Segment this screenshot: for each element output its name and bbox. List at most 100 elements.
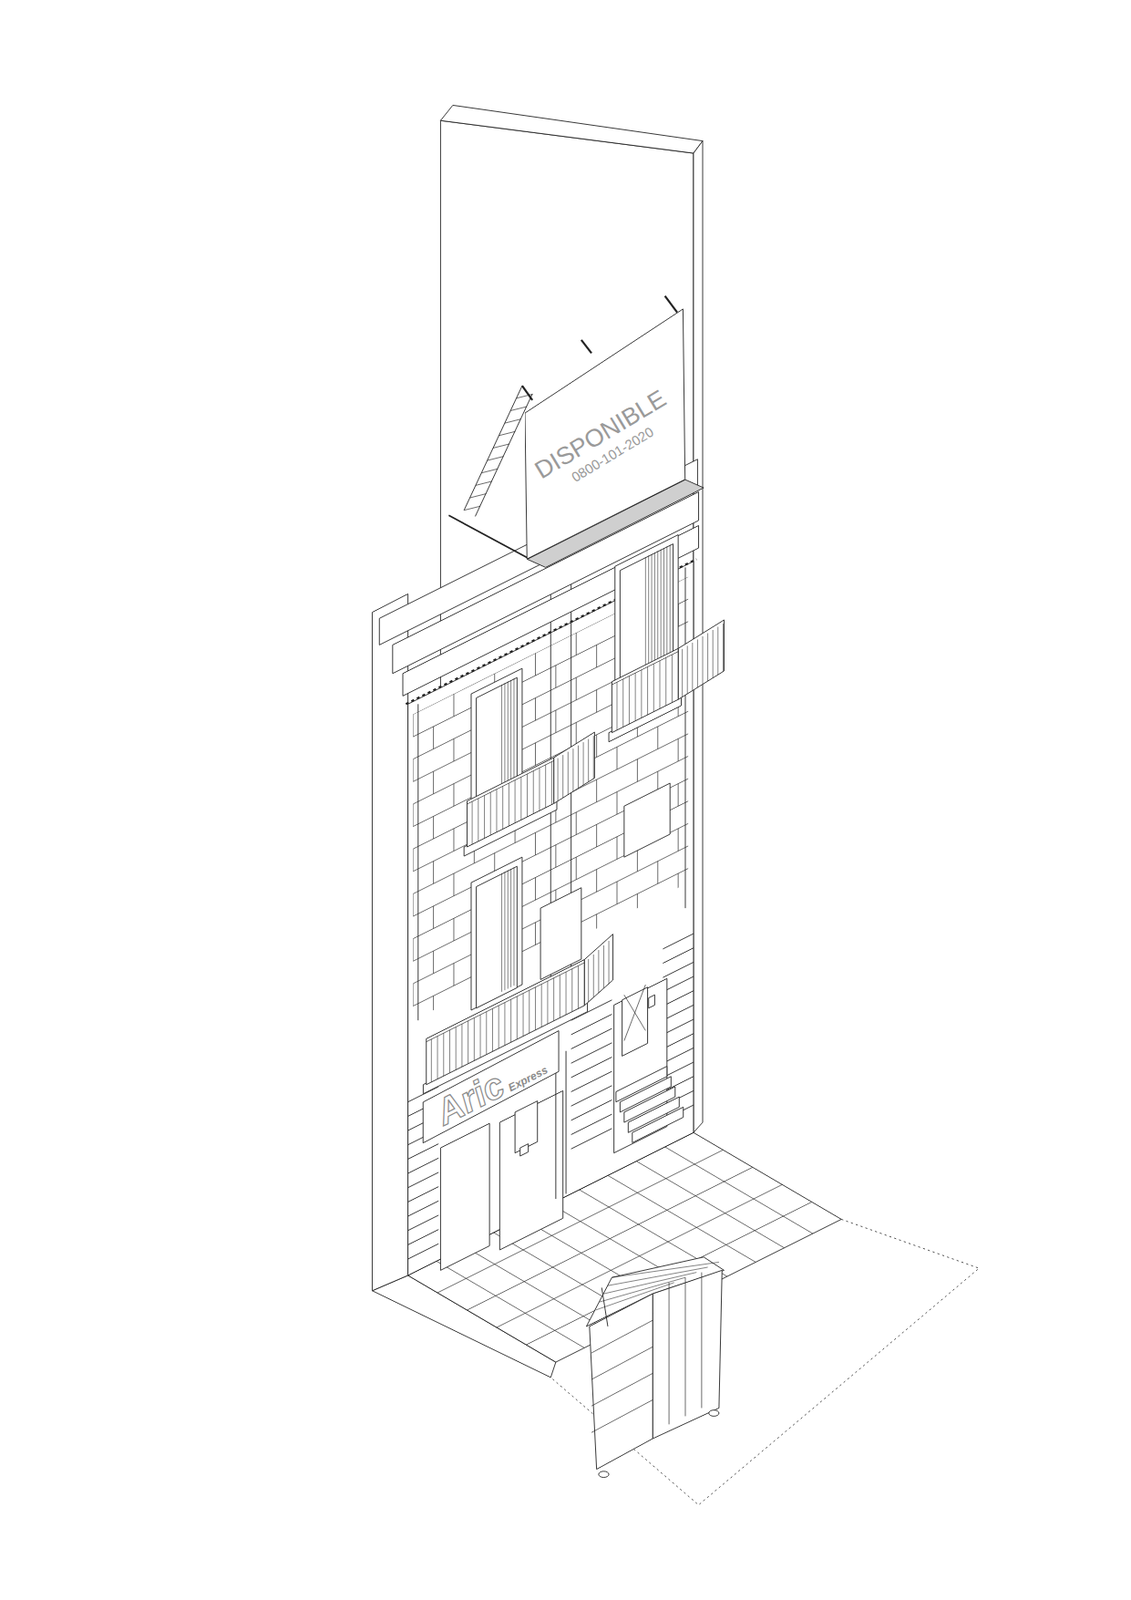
rail-bar bbox=[653, 663, 655, 712]
rail-bar bbox=[485, 1011, 487, 1055]
dumpster-side bbox=[652, 1269, 722, 1439]
rail-bar bbox=[483, 794, 485, 838]
dumpster-rib bbox=[591, 1398, 653, 1432]
rail-bar bbox=[608, 940, 610, 984]
rail-bar bbox=[712, 629, 714, 679]
rustication bbox=[408, 1214, 440, 1231]
rail-bar bbox=[533, 771, 535, 814]
brick-joint bbox=[412, 983, 414, 1007]
brick-joint bbox=[575, 721, 577, 745]
rail-bar bbox=[559, 974, 561, 1018]
brick-joint bbox=[432, 950, 434, 974]
rail-bar bbox=[635, 672, 637, 721]
brick-joint bbox=[678, 873, 679, 896]
brick-joint bbox=[678, 783, 679, 807]
rail-bar bbox=[495, 789, 497, 833]
door-handle bbox=[648, 994, 656, 1008]
shutter-slat bbox=[669, 544, 671, 654]
rail-bar bbox=[538, 767, 540, 811]
brick-joint bbox=[452, 783, 454, 807]
door-grille bbox=[622, 987, 648, 1057]
grille-bar bbox=[624, 984, 646, 1041]
support-arm bbox=[522, 385, 533, 401]
brick-joint bbox=[637, 848, 638, 872]
brick-joint bbox=[657, 861, 659, 885]
balcony-side-rail bbox=[678, 619, 724, 700]
brick-joint bbox=[596, 734, 597, 758]
brick-joint bbox=[432, 905, 434, 929]
brick-joint bbox=[412, 759, 414, 782]
rail-bar bbox=[467, 1020, 469, 1064]
rail-top bbox=[426, 962, 585, 1042]
pilaster bbox=[684, 566, 686, 908]
tile-joint bbox=[636, 1161, 784, 1248]
rail-bar bbox=[514, 780, 516, 823]
entrance-step bbox=[632, 1106, 684, 1142]
rail-bar bbox=[437, 1036, 439, 1080]
rail-bar bbox=[534, 987, 536, 1030]
rail-bar bbox=[622, 678, 624, 728]
rail-bar bbox=[562, 754, 564, 798]
shutter-slat bbox=[657, 550, 659, 659]
support-arm bbox=[581, 339, 592, 354]
rustication bbox=[662, 1004, 694, 1020]
window bbox=[471, 856, 523, 1010]
rail-bar bbox=[472, 801, 473, 844]
brick-joint bbox=[596, 689, 597, 713]
shop-sign-outline bbox=[422, 1029, 559, 1142]
rail-bar bbox=[498, 1005, 500, 1049]
rustication bbox=[408, 1143, 440, 1160]
rail-bar bbox=[551, 761, 553, 805]
rail-top bbox=[611, 651, 679, 685]
brick-joint bbox=[616, 881, 618, 905]
party-wall-top bbox=[440, 104, 703, 154]
rail-bar bbox=[553, 977, 555, 1021]
rail-bar bbox=[687, 645, 689, 694]
rail-bar bbox=[659, 660, 661, 710]
truss-web bbox=[510, 406, 527, 411]
brick-joint bbox=[412, 714, 414, 738]
brick-joint bbox=[637, 893, 638, 916]
rustication bbox=[408, 1186, 440, 1203]
rustication bbox=[662, 1018, 694, 1035]
rustication bbox=[662, 976, 694, 992]
brick-joint bbox=[678, 738, 679, 761]
rustication bbox=[662, 1033, 694, 1049]
brick-joint bbox=[412, 893, 414, 916]
rail-bar bbox=[523, 993, 525, 1037]
rail-bar bbox=[546, 980, 548, 1024]
rail-bar bbox=[572, 748, 574, 792]
truss-web bbox=[470, 493, 487, 498]
brick-joint bbox=[534, 652, 536, 676]
brick-joint bbox=[432, 861, 434, 885]
rustication bbox=[662, 990, 694, 1007]
rail-bar bbox=[528, 989, 530, 1033]
rail-bar bbox=[567, 751, 569, 795]
rustication bbox=[408, 1200, 440, 1216]
rail-bar bbox=[480, 1014, 482, 1058]
brick-joint bbox=[616, 746, 618, 770]
door-jamb bbox=[555, 1060, 556, 1199]
truss-web bbox=[498, 431, 515, 435]
rail-bar bbox=[431, 1038, 432, 1082]
shutter-slat bbox=[654, 552, 656, 661]
rail-bar bbox=[702, 636, 704, 685]
brick-joint bbox=[534, 742, 536, 766]
rail-bar bbox=[577, 745, 579, 789]
shutter-slat bbox=[510, 868, 512, 988]
support-arm bbox=[665, 296, 678, 313]
rustication bbox=[408, 1243, 440, 1259]
text-group: AricExpress bbox=[429, 1042, 552, 1132]
rail-bar bbox=[665, 657, 667, 706]
shutter-slat bbox=[645, 556, 647, 666]
brick-joint bbox=[452, 917, 454, 941]
rail-bar bbox=[502, 785, 504, 829]
rustication bbox=[571, 1128, 613, 1149]
brick-joint bbox=[412, 938, 414, 962]
shop-door bbox=[499, 1089, 563, 1250]
brick-joint bbox=[575, 677, 577, 700]
brick-joint bbox=[452, 873, 454, 896]
rail-bar bbox=[671, 654, 673, 703]
rustication bbox=[408, 1157, 440, 1173]
